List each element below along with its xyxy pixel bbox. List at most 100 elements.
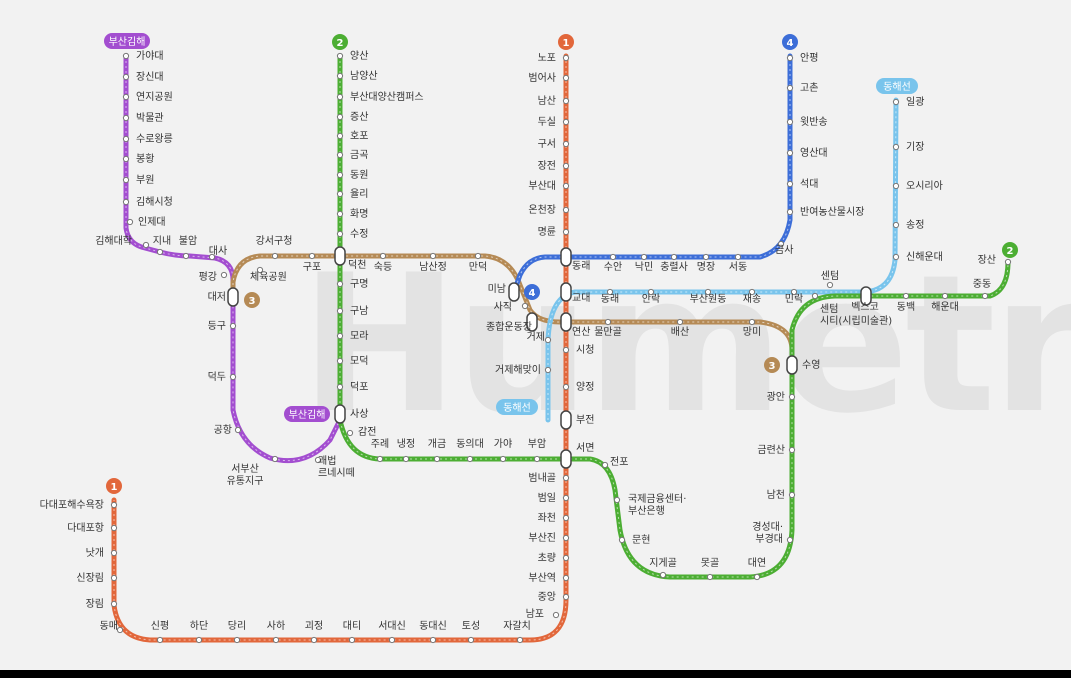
station-marker[interactable] [706,573,714,581]
station-marker[interactable] [562,54,570,62]
station-label-jagalchi[interactable]: 자갈치 [503,619,531,632]
station-marker[interactable] [116,626,124,634]
station-marker[interactable] [516,636,524,644]
station-marker[interactable] [562,383,570,391]
station-label-naengjeong[interactable]: 냉정 [397,438,415,450]
station-marker[interactable] [336,332,344,340]
station-marker[interactable] [734,253,742,261]
station-label-gunam[interactable]: 구남 [350,305,368,317]
station-label-gwangan[interactable]: 광안 [767,391,785,403]
station-marker[interactable] [336,210,344,218]
station-label-bonghwang[interactable]: 봉황 [136,153,154,165]
station-marker[interactable] [336,171,344,179]
station-marker[interactable] [126,218,134,226]
station-marker[interactable] [609,253,617,261]
station-label-youngsan-univ[interactable]: 영산대 [800,147,828,159]
station-label-dongnae[interactable]: 동래 [572,260,590,272]
station-marker[interactable] [122,176,130,184]
station-marker[interactable] [467,636,475,644]
station-label-sajik[interactable]: 사직 [494,301,512,313]
station-label-choryang[interactable]: 초량 [538,552,556,564]
station-marker[interactable] [704,288,712,296]
station-marker[interactable] [892,221,900,229]
station-label-dangni[interactable]: 당리 [228,620,246,632]
station-marker[interactable] [892,253,900,261]
station-marker[interactable] [748,288,756,296]
station-marker[interactable] [310,636,318,644]
station-label-gumyeong[interactable]: 구명 [350,278,368,290]
station-marker[interactable] [336,357,344,365]
station-label-dadaepo-port[interactable]: 다대포항 [67,522,104,534]
station-marker[interactable] [429,636,437,644]
station-marker[interactable] [777,240,785,248]
station-marker[interactable] [182,252,190,260]
station-marker[interactable] [336,113,344,121]
station-marker[interactable] [640,253,648,261]
station-marker[interactable] [466,455,474,463]
station-label-busanwondong[interactable]: 부산원동 [690,293,727,305]
station-label-daesa[interactable]: 대사 [209,245,227,257]
station-marker[interactable] [892,143,900,151]
station-marker[interactable] [336,190,344,198]
station-marker[interactable] [659,571,667,579]
station-marker[interactable] [786,149,794,157]
transfer-station-marker[interactable] [227,287,239,307]
station-label-geumsa[interactable]: 금사 [775,244,793,256]
station-label-gamjeon[interactable]: 감전 [358,426,376,438]
transfer-station-marker[interactable] [560,312,572,332]
transfer-station-marker[interactable] [560,410,572,430]
station-label-hadan[interactable]: 하단 [190,619,208,632]
station-label-buam[interactable]: 부암 [528,438,546,450]
station-label-busanjin[interactable]: 부산진 [528,532,556,544]
station-marker[interactable] [122,73,130,81]
station-marker[interactable] [308,252,316,260]
station-label-natgae[interactable]: 낫개 [86,547,104,559]
station-marker[interactable] [676,318,684,326]
station-label-beomnaegol[interactable]: 범내골 [528,472,556,484]
station-marker[interactable] [499,455,507,463]
station-label-banyeo[interactable]: 반여농산물시장 [800,206,864,218]
station-label-gupo[interactable]: 구포 [303,262,321,273]
station-marker[interactable] [336,93,344,101]
station-marker[interactable] [110,600,118,608]
station-label-deokdu[interactable]: 덕두 [208,371,226,383]
station-marker[interactable] [562,514,570,522]
station-label-buram[interactable]: 불암 [179,235,197,247]
station-label-dongwon[interactable]: 동원 [350,169,368,181]
station-marker[interactable] [786,54,794,62]
station-marker[interactable] [142,241,150,249]
station-label-inje[interactable]: 인제대 [138,216,166,228]
station-label-goejeong[interactable]: 괴정 [305,620,323,632]
station-marker[interactable] [562,593,570,601]
station-label-ilgwang[interactable]: 일광 [906,96,924,108]
station-marker[interactable] [314,456,322,464]
station-label-haeundae[interactable]: 해운대 [931,300,959,313]
station-label-jigegol[interactable]: 지게골 [649,557,677,569]
station-marker[interactable] [336,230,344,238]
station-marker[interactable] [892,98,900,106]
station-marker[interactable] [786,84,794,92]
station-label-pnu-yangsan[interactable]: 부산대양산캠퍼스 [350,91,424,103]
station-label-jangnim[interactable]: 장림 [86,598,104,610]
station-label-pnu[interactable]: 부산대 [528,180,556,192]
station-label-suro[interactable]: 수로왕릉 [136,133,173,145]
station-marker[interactable] [336,52,344,60]
station-label-sicheong[interactable]: 시청 [576,344,594,356]
station-label-jangjeon[interactable]: 장전 [538,160,556,172]
station-marker[interactable] [348,636,356,644]
station-label-osiria[interactable]: 오시리아 [906,180,943,192]
station-label-munhyeon[interactable]: 문현 [632,534,650,546]
station-marker[interactable] [234,426,242,434]
station-label-minrak[interactable]: 민락 [785,293,803,305]
station-marker[interactable] [670,253,678,261]
station-label-gochon[interactable]: 고촌 [800,82,818,94]
station-label-jeungsan[interactable]: 증산 [350,111,368,123]
station-label-dongmae[interactable]: 동매 [100,620,118,632]
station-marker[interactable] [233,636,241,644]
station-label-yeonji[interactable]: 연지공원 [136,91,173,103]
station-label-busan-stn[interactable]: 부산역 [528,572,556,584]
station-marker[interactable] [195,636,203,644]
station-marker[interactable] [562,554,570,562]
station-marker[interactable] [562,494,570,502]
